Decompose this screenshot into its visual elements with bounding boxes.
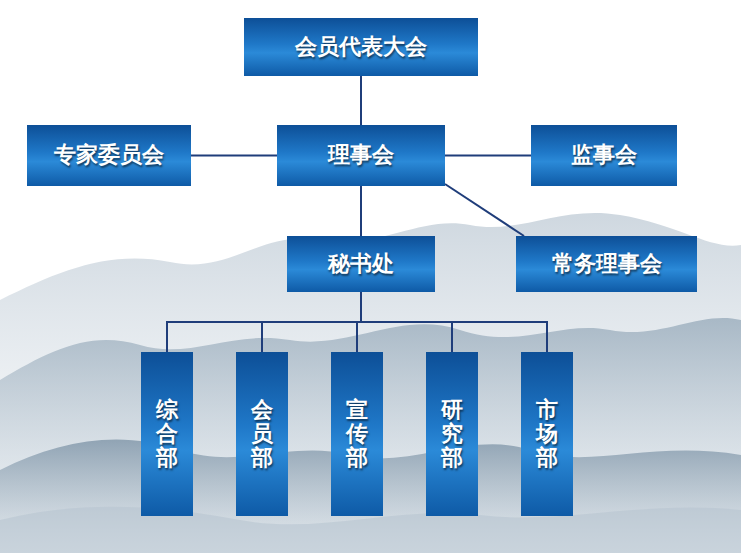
department-box: 研究部 <box>426 352 478 516</box>
standing-council-box: 常务理事会 <box>516 236 697 292</box>
department-box: 宣传部 <box>331 352 383 516</box>
committee-box: 专家委员会 <box>27 125 191 186</box>
secretariat-box: 秘书处 <box>287 236 435 292</box>
department-box: 综合部 <box>141 352 193 516</box>
connector-line <box>167 292 361 352</box>
node-label: 宣传部 <box>346 398 368 471</box>
node-label: 会员代表大会 <box>295 34 427 60</box>
node-label: 研究部 <box>441 398 463 471</box>
connector-line <box>191 155 277 157</box>
node-label: 会员部 <box>251 398 273 471</box>
connector-line <box>360 76 362 125</box>
department-box: 市场部 <box>521 352 573 516</box>
node-label: 秘书处 <box>328 251 394 277</box>
connector-line <box>262 292 361 352</box>
department-box: 会员部 <box>236 352 288 516</box>
connector-line <box>445 184 524 236</box>
node-label: 常务理事会 <box>552 251 662 277</box>
node-label: 专家委员会 <box>54 142 164 168</box>
mid-mountains <box>0 318 741 553</box>
connector-line <box>445 155 531 157</box>
node-label: 监事会 <box>571 142 637 168</box>
connector-line <box>360 186 362 236</box>
node-label: 市场部 <box>536 398 558 471</box>
council-box: 理事会 <box>277 125 445 186</box>
supervisory-box: 监事会 <box>531 125 677 186</box>
connector-line <box>361 292 547 352</box>
node-label: 综合部 <box>156 398 178 471</box>
far-mountains <box>0 213 741 553</box>
assembly-box: 会员代表大会 <box>244 18 478 76</box>
node-label: 理事会 <box>328 142 394 168</box>
